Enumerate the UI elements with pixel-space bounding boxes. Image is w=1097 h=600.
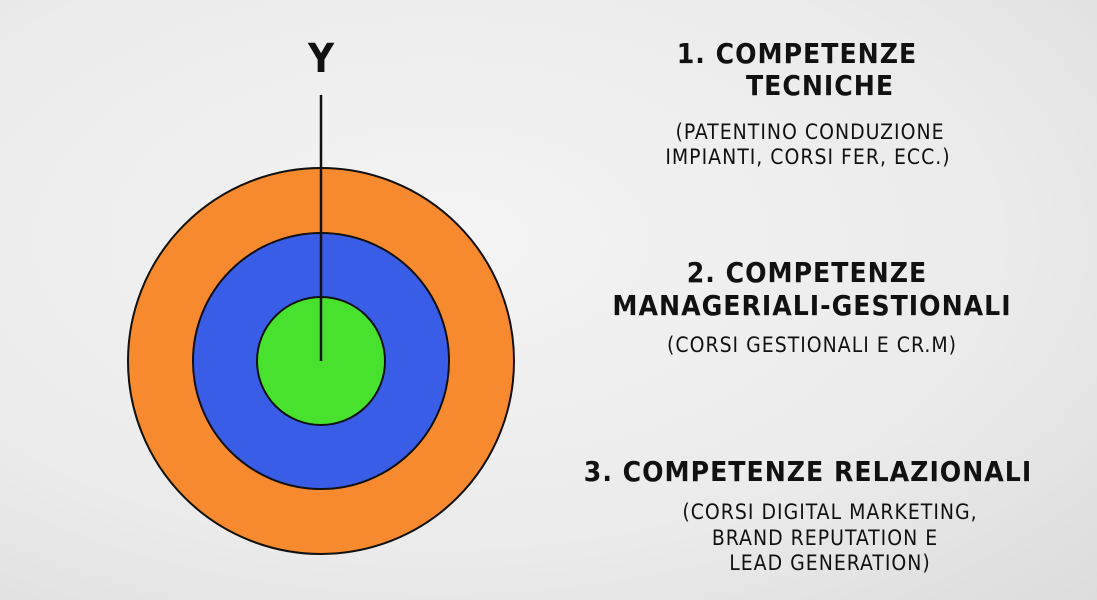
section-3-detail-line-2: BRAND REPUTATION E <box>711 526 939 550</box>
section-3-detail-line-3: LEAD GENERATION) <box>729 551 931 575</box>
section-1-title-line-1: 1. COMPETENZE <box>676 37 918 70</box>
section-2-title-line-1: 2. COMPETENZE <box>686 256 928 289</box>
y-axis-label: Y <box>307 36 335 82</box>
section-2-title-line-2: MANAGERIALI-GESTIONALI <box>612 289 1012 322</box>
section-1-detail-line-1: (PATENTINO CONDUZIONE <box>675 120 945 144</box>
section-1-detail-line-2: IMPIANTI, CORSI FER, ECC.) <box>665 145 951 169</box>
section-1-title-line-2: TECNICHE <box>745 69 895 102</box>
section-3-title-line-1: 3. COMPETENZE RELAZIONALI <box>583 455 1033 488</box>
section-3-detail-line-1: (CORSI DIGITAL MARKETING, <box>682 500 978 524</box>
section-2-detail-line-1: (CORSI GESTIONALI E CR.M) <box>667 333 957 357</box>
